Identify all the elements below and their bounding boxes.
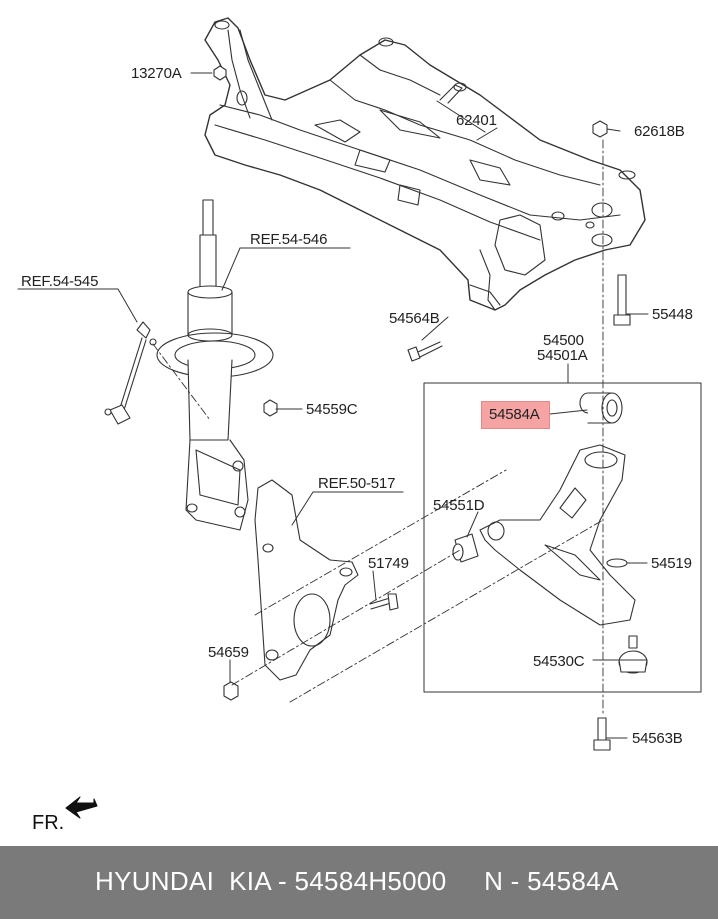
knuckle	[254, 479, 359, 681]
ring-54519	[606, 558, 628, 568]
stabilizer-link	[104, 321, 157, 425]
label-54551D: 54551D	[433, 497, 485, 514]
label-ref-50-517: REF.50-517	[318, 475, 396, 492]
bushing-54584A	[579, 392, 623, 424]
label-55448: 55448	[652, 306, 693, 323]
lower-control-arm	[479, 444, 636, 626]
crossmember-62401	[204, 17, 646, 311]
label-54563B: 54563B	[632, 730, 683, 747]
nut-13270A	[213, 65, 227, 81]
bolt-51749	[369, 593, 399, 611]
suspension-exploded-diagram	[17, 17, 702, 819]
bolt-54564B	[407, 341, 443, 362]
bushing-54551D	[452, 533, 479, 563]
label-54584A: 54584A	[489, 406, 540, 423]
highlight-box	[481, 401, 550, 429]
front-direction-label: FR.	[32, 812, 65, 834]
label-54530C: 54530C	[533, 653, 585, 670]
alignment-lines	[152, 139, 604, 716]
label-ref-54-546: REF.54-546	[250, 231, 328, 248]
label-54559C: 54559C	[306, 401, 358, 418]
label-54501A: 54501A	[537, 347, 588, 364]
leader-lines	[17, 72, 649, 739]
strut-assembly	[156, 199, 274, 531]
lower-arm-group-box	[423, 382, 702, 693]
footer-bar: HYUNDAI KIA - 54584H5000 N - 54584A	[0, 846, 718, 919]
label-51749: 51749	[368, 555, 409, 572]
label-54564B: 54564B	[389, 310, 440, 327]
label-ref-54-545: REF.54-545	[21, 273, 99, 290]
label-54500: 54500	[543, 332, 584, 349]
nut-62618B	[592, 120, 608, 138]
footer-part-number: HYUNDAI KIA - 54584H5000 N - 54584A	[95, 866, 619, 896]
label-62401: 62401	[456, 112, 497, 129]
label-54659: 54659	[208, 644, 249, 661]
nut-54559C	[263, 399, 278, 417]
label-54519: 54519	[651, 555, 692, 572]
ball-joint-54530C	[618, 635, 648, 674]
bolt-54563B	[593, 717, 611, 751]
label-13270A: 13270A	[131, 65, 182, 82]
front-arrow-icon	[65, 796, 98, 819]
bolt-55448	[613, 274, 631, 326]
nut-54659	[223, 681, 239, 701]
label-62618B: 62618B	[634, 123, 685, 140]
